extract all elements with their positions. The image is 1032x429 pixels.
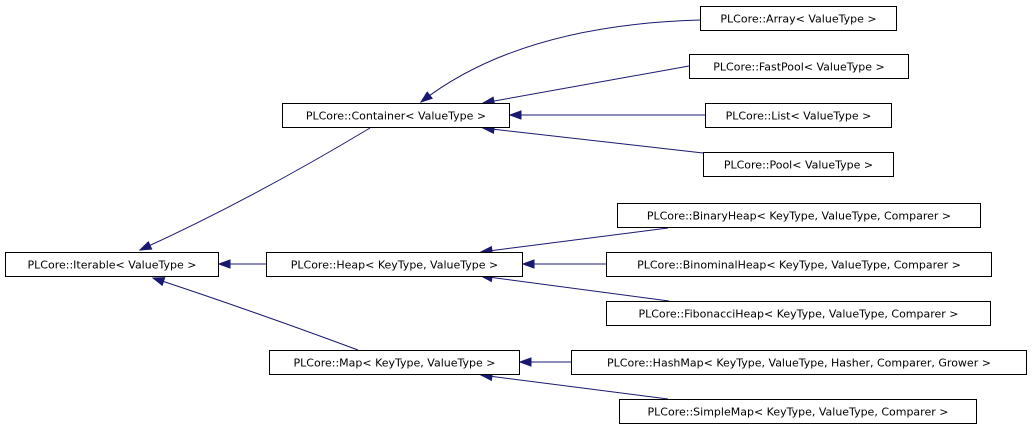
class-box bbox=[705, 103, 892, 128]
class-label: PLCore::FastPool< ValueType > bbox=[713, 61, 884, 74]
class-node-array[interactable]: PLCore::Array< ValueType > bbox=[700, 6, 897, 31]
class-node-heap[interactable]: PLCore::Heap< KeyType, ValueType > bbox=[266, 252, 523, 277]
class-box bbox=[606, 252, 992, 277]
class-node-container[interactable]: PLCore::Container< ValueType > bbox=[282, 103, 510, 128]
class-node-binaryheap[interactable]: PLCore::BinaryHeap< KeyType, ValueType, … bbox=[617, 203, 981, 228]
class-box bbox=[266, 252, 523, 277]
class-box bbox=[606, 301, 991, 326]
edge-line bbox=[480, 227, 669, 253]
arrowhead-icon bbox=[508, 110, 522, 120]
edge-line bbox=[480, 374, 669, 400]
edge-simplemap-to-map bbox=[479, 371, 669, 400]
class-node-fastpool[interactable]: PLCore::FastPool< ValueType > bbox=[689, 54, 909, 79]
edge-line bbox=[420, 19, 701, 103]
class-box bbox=[689, 54, 909, 79]
edge-hashmap-to-map bbox=[518, 357, 571, 367]
class-box bbox=[703, 152, 894, 177]
class-label: PLCore::BinaryHeap< KeyType, ValueType, … bbox=[647, 210, 951, 223]
class-box bbox=[269, 350, 520, 375]
arrowhead-icon bbox=[151, 277, 166, 287]
class-node-binominalheap[interactable]: PLCore::BinominalHeap< KeyType, ValueTyp… bbox=[606, 252, 992, 277]
class-box bbox=[619, 399, 977, 424]
edge-pool-to-container bbox=[481, 124, 704, 154]
edge-binominalheap-to-heap bbox=[521, 259, 606, 269]
edge-line bbox=[480, 275, 670, 302]
class-label: PLCore::SimpleMap< KeyType, ValueType, C… bbox=[648, 406, 949, 419]
arrowhead-icon bbox=[138, 240, 153, 251]
class-node-map[interactable]: PLCore::Map< KeyType, ValueType > bbox=[269, 350, 520, 375]
arrowhead-icon bbox=[521, 259, 535, 269]
class-label: PLCore::Pool< ValueType > bbox=[724, 159, 873, 172]
class-box bbox=[700, 6, 897, 31]
edge-map-to-iterable bbox=[151, 277, 359, 351]
class-label: PLCore::Heap< KeyType, ValueType > bbox=[291, 259, 499, 272]
class-node-list[interactable]: PLCore::List< ValueType > bbox=[705, 103, 892, 128]
class-label: PLCore::Array< ValueType > bbox=[720, 13, 876, 26]
class-box bbox=[5, 252, 219, 277]
edge-fastpool-to-container bbox=[481, 65, 690, 106]
class-node-pool[interactable]: PLCore::Pool< ValueType > bbox=[703, 152, 894, 177]
edges-layer bbox=[138, 19, 705, 400]
class-label: PLCore::FibonacciHeap< KeyType, ValueTyp… bbox=[638, 308, 958, 321]
edge-heap-to-iterable bbox=[217, 259, 266, 269]
class-node-hashmap[interactable]: PLCore::HashMap< KeyType, ValueType, Has… bbox=[571, 350, 1027, 375]
edge-list-to-container bbox=[508, 110, 705, 120]
edge-line bbox=[139, 127, 371, 251]
edge-fibonacciheap-to-heap bbox=[479, 272, 670, 302]
edge-line bbox=[482, 127, 704, 154]
edge-container-to-iterable bbox=[138, 127, 371, 251]
class-label: PLCore::HashMap< KeyType, ValueType, Has… bbox=[607, 357, 991, 370]
edge-binaryheap-to-heap bbox=[479, 227, 669, 256]
class-label: PLCore::List< ValueType > bbox=[726, 110, 872, 123]
class-label: PLCore::Map< KeyType, ValueType > bbox=[294, 357, 496, 370]
arrowhead-icon bbox=[217, 259, 231, 269]
edge-array-to-container bbox=[419, 19, 701, 103]
edge-line bbox=[482, 65, 690, 104]
class-label: PLCore::Iterable< ValueType > bbox=[28, 259, 197, 272]
class-node-simplemap[interactable]: PLCore::SimpleMap< KeyType, ValueType, C… bbox=[619, 399, 977, 424]
arrowhead-icon bbox=[518, 357, 532, 367]
class-node-fibonacciheap[interactable]: PLCore::FibonacciHeap< KeyType, ValueTyp… bbox=[606, 301, 991, 326]
class-label: PLCore::BinominalHeap< KeyType, ValueTyp… bbox=[637, 259, 961, 272]
class-label: PLCore::Container< ValueType > bbox=[306, 110, 486, 123]
edge-line bbox=[152, 277, 359, 351]
arrowhead-icon bbox=[419, 91, 433, 103]
class-box bbox=[617, 203, 981, 228]
class-box bbox=[282, 103, 510, 128]
nodes-layer: PLCore::Iterable< ValueType > PLCore::Con… bbox=[5, 6, 1027, 424]
class-node-iterable[interactable]: PLCore::Iterable< ValueType > bbox=[5, 252, 219, 277]
class-box bbox=[571, 350, 1027, 375]
